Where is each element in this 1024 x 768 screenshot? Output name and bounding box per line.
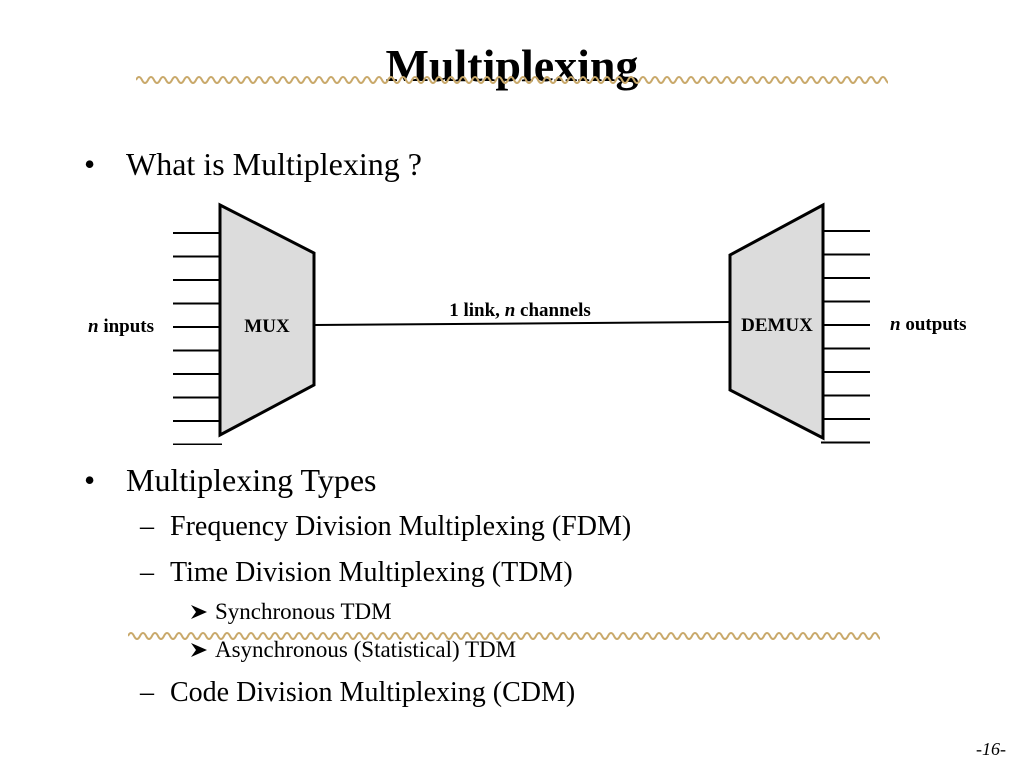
sub-item-text: Time Division Multiplexing (TDM): [170, 557, 573, 588]
rope-divider-bottom: [128, 632, 880, 640]
rope-path-top: [136, 76, 888, 84]
sub-sub-item-text: Asynchronous (Statistical) TDM: [215, 637, 517, 662]
bullet-what-is-multiplexing: • What is Multiplexing ?: [84, 144, 422, 184]
rope-path-bottom: [128, 632, 880, 640]
sub-item-text: Code Division Multiplexing (CDM): [170, 677, 576, 708]
bullet-text: What is Multiplexing ?: [126, 146, 422, 182]
bullet-multiplexing-types: • Multiplexing Types: [84, 460, 377, 500]
sub-item-cdm: – Code Division Multiplexing (CDM): [140, 676, 575, 710]
sub-item-text: Frequency Division Multiplexing (FDM): [170, 511, 632, 542]
sub-item-tdm: – Time Division Multiplexing (TDM): [140, 556, 573, 590]
link-line: [313, 321, 731, 326]
arrow-bullet-icon: [190, 642, 215, 658]
sub-sub-item-text: Synchronous TDM: [215, 599, 392, 624]
mux-box: [218, 202, 316, 438]
rope-divider-top: [136, 76, 888, 84]
sub-sub-item-asynchronous: Asynchronous (Statistical) TDM: [190, 636, 516, 664]
demux-box: [728, 202, 825, 441]
sub-sub-item-synchronous: Synchronous TDM: [190, 598, 392, 626]
inputs-label: n inputs: [88, 316, 154, 337]
dash-mark: –: [140, 557, 154, 588]
outputs-label: n outputs: [890, 314, 967, 335]
output-lines: [821, 230, 870, 444]
arrow-bullet-icon: [190, 604, 215, 620]
dash-mark: –: [140, 511, 154, 542]
slide-title: Multiplexing: [385, 40, 639, 91]
bullet-text: Multiplexing Types: [126, 462, 377, 498]
link-label: 1 link, n channels: [449, 300, 591, 321]
bullet-mark: •: [84, 146, 96, 182]
dash-mark: –: [140, 677, 154, 708]
bullet-mark: •: [84, 462, 96, 498]
mux-label: MUX: [244, 316, 290, 337]
sub-item-fdm: – Frequency Division Multiplexing (FDM): [140, 510, 631, 544]
mux-demux-diagram: MUX DEMUX 1 link, n channels n inputs n …: [88, 202, 967, 445]
page-number: -16-: [976, 739, 1006, 759]
input-lines: [173, 232, 222, 445]
demux-label: DEMUX: [741, 315, 813, 336]
